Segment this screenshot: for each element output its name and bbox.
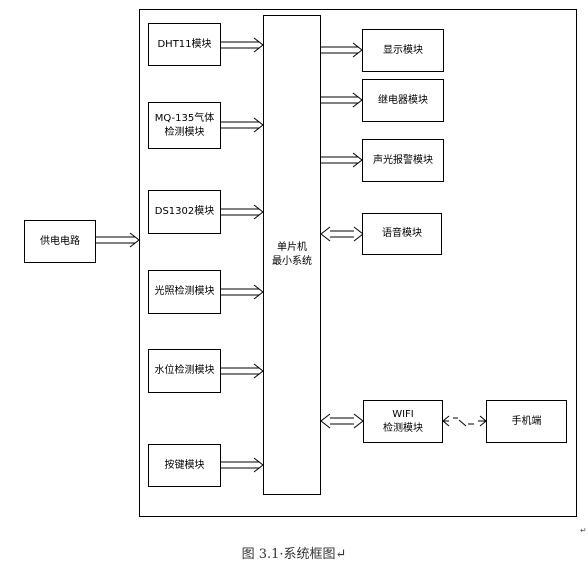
- relay-label: 继电器模块: [378, 94, 428, 106]
- voice-block: 语音模块: [362, 213, 442, 255]
- arrow-mcu-voice-bidirectional: [320, 226, 364, 242]
- wireless-link-wifi-phone: [442, 415, 487, 427]
- dht11-label: DHT11模块: [157, 38, 212, 50]
- arrow-mcu-to-relay: [321, 92, 363, 108]
- phone-label: 手机端: [511, 415, 542, 427]
- arrow-mcu-wifi-bidirectional: [320, 413, 364, 429]
- arrow-keys-to-mcu: [221, 457, 264, 473]
- display-block: 显示模块: [362, 29, 444, 72]
- arrow-ds1302-to-mcu: [221, 204, 264, 220]
- phone-block: 手机端: [486, 400, 567, 443]
- wifi-block: WIFI 检测模块: [363, 400, 443, 443]
- power-supply-label: 供电电路: [40, 235, 80, 247]
- mcu-block: 单片机 最小系统: [263, 15, 321, 495]
- mq135-block: MQ-135气体 检测模块: [148, 102, 221, 149]
- water-level-block: 水位检测模块: [148, 349, 221, 393]
- figure-caption: 图 3.1·系统框图↵: [241, 547, 347, 562]
- arrow-dht11-to-mcu: [221, 37, 264, 53]
- mcu-label: 单片机 最小系统: [272, 242, 312, 267]
- relay-block: 继电器模块: [362, 79, 444, 122]
- arrow-water-to-mcu: [221, 363, 264, 379]
- arrow-mcu-to-alarm: [321, 152, 363, 168]
- arrow-power-to-system: [96, 232, 140, 248]
- light-detect-label: 光照检测模块: [154, 286, 215, 297]
- keys-label: 按键模块: [164, 459, 205, 471]
- ds1302-label: DS1302模块: [154, 206, 215, 217]
- arrow-mq135-to-mcu: [221, 117, 264, 133]
- ds1302-block: DS1302模块: [148, 190, 221, 234]
- dht11-block: DHT11模块: [148, 23, 221, 66]
- arrow-light-to-mcu: [221, 284, 264, 300]
- power-supply-block: 供电电路: [24, 220, 96, 263]
- alarm-block: 声光报警模块: [362, 139, 444, 182]
- arrow-mcu-to-display: [321, 42, 363, 58]
- mq135-label: MQ-135气体 检测模块: [154, 112, 215, 138]
- paragraph-mark: ↵: [580, 526, 587, 535]
- light-detect-block: 光照检测模块: [148, 270, 221, 314]
- system-frame: [139, 9, 577, 517]
- keys-block: 按键模块: [148, 444, 221, 487]
- display-label: 显示模块: [383, 44, 423, 56]
- water-level-label: 水位检测模块: [154, 365, 215, 376]
- wifi-label: WIFI 检测模块: [383, 408, 423, 434]
- voice-label: 语音模块: [382, 228, 422, 239]
- alarm-label: 声光报警模块: [373, 154, 433, 166]
